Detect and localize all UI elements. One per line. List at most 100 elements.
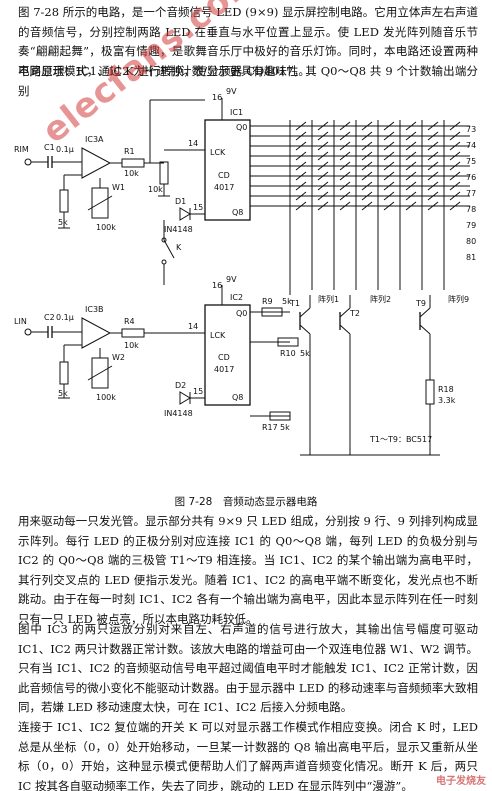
svg-text:75: 75 [466, 157, 476, 166]
svg-text:IN4148: IN4148 [164, 409, 193, 418]
svg-text:IN4148: IN4148 [164, 225, 193, 234]
svg-text:0.1μ: 0.1μ [56, 313, 74, 322]
r17-resistor [269, 411, 291, 421]
switch-k [163, 239, 175, 259]
svg-text:R1: R1 [124, 147, 135, 156]
svg-text:阵列9: 阵列9 [448, 294, 469, 304]
svg-text:16: 16 [212, 93, 222, 102]
svg-text:R10: R10 [280, 349, 296, 358]
svg-text:D2: D2 [175, 381, 186, 390]
svg-text:79: 79 [466, 221, 476, 230]
svg-text:R18: R18 [438, 385, 454, 394]
svg-text:阵列2: 阵列2 [370, 294, 391, 304]
ic3b-opamp [81, 317, 112, 349]
transistor-t9: T9 [415, 299, 431, 335]
d2-diode [179, 391, 191, 405]
transistor-t2: T2 [339, 307, 360, 335]
r10-resistor [277, 337, 299, 347]
svg-text:W1: W1 [112, 183, 125, 192]
svg-text:CD: CD [218, 171, 230, 180]
principle-paragraph: 电路原理：IC1、IC2 为十进制计数/分频器 CD4017，其 Q0～Q8 共… [18, 64, 478, 98]
svg-text:IC2: IC2 [230, 293, 243, 302]
svg-text:W2: W2 [112, 353, 125, 362]
svg-text:阵列1: 阵列1 [318, 294, 339, 304]
figure-caption: 图 7-28 音频动态显示器电路 [174, 496, 318, 508]
r5-resistor [59, 361, 69, 385]
svg-text:81: 81 [466, 253, 476, 262]
svg-text:14: 14 [188, 139, 198, 148]
svg-text:R17: R17 [262, 423, 278, 432]
svg-text:LCK: LCK [210, 331, 226, 340]
svg-text:5k: 5k [282, 297, 292, 306]
r18-resistor [425, 379, 435, 405]
svg-text:3.3k: 3.3k [438, 396, 456, 405]
svg-text:10k: 10k [148, 185, 163, 194]
svg-text:IC3A: IC3A [85, 135, 104, 144]
rim-input-terminal [24, 158, 32, 166]
svg-text:77: 77 [466, 189, 476, 198]
ic2-cd4017-chip [204, 304, 251, 406]
rim-label: RIM [14, 145, 29, 154]
svg-text:73: 73 [466, 125, 476, 134]
svg-text:LIN: LIN [14, 317, 27, 326]
svg-text:78: 78 [466, 205, 476, 214]
svg-text:5k: 5k [280, 423, 290, 432]
svg-text:15: 15 [193, 203, 203, 212]
r1-resistor [121, 158, 145, 168]
svg-text:IC1: IC1 [230, 108, 243, 117]
r9-resistor [261, 307, 283, 317]
svg-text:5k: 5k [58, 389, 68, 398]
svg-text:Q0: Q0 [236, 309, 247, 318]
svg-text:16: 16 [212, 281, 222, 290]
svg-text:Q0: Q0 [236, 123, 247, 132]
led-matrix-columns [289, 120, 445, 295]
r2-resistor [59, 189, 69, 213]
svg-text:C1: C1 [44, 143, 55, 152]
svg-text:9V: 9V [226, 87, 237, 96]
site-logo: 电子发烧友 [436, 776, 486, 787]
svg-text:T1: T1 [289, 299, 300, 308]
intro-paragraph: 图 7-28 所示的电路，是一个音频信号 LED (9×9) 显示屏控制电路。它… [18, 5, 478, 78]
ic1-cd4017-chip [204, 119, 251, 221]
description-paragraph-1: 用来驱动每一只发光管。显示部分共有 9×9 只 LED 组成，分别按 9 行、9… [18, 514, 478, 626]
svg-text:5k: 5k [300, 349, 310, 358]
ic3a-opamp [81, 147, 112, 179]
r3-resistor [159, 161, 169, 185]
svg-text:15: 15 [193, 387, 203, 396]
svg-text:0.1μ: 0.1μ [56, 145, 74, 154]
description-paragraph-2: 图中 IC3 的两只运放分别对来自左、右声道的信号进行放大，其输出信号幅度可驱动… [18, 622, 478, 714]
circuit-diagram: RIM C1 0.1μ IC3A W1 100k 5k R1 10k 10k [14, 87, 476, 456]
d1-diode [179, 207, 191, 221]
svg-text:Q8: Q8 [232, 393, 243, 402]
svg-text:R9: R9 [262, 297, 273, 306]
led-matrix-diodes [295, 121, 461, 211]
svg-text:R4: R4 [124, 317, 135, 326]
svg-text:IC3B: IC3B [85, 305, 104, 314]
svg-text:9V: 9V [226, 275, 237, 284]
svg-text:80: 80 [466, 237, 476, 246]
svg-text:10k: 10k [124, 169, 139, 178]
svg-text:14: 14 [188, 322, 198, 331]
svg-text:100k: 100k [96, 223, 116, 232]
svg-text:CD: CD [218, 353, 230, 362]
svg-text:4017: 4017 [214, 183, 234, 192]
svg-text:5k: 5k [58, 218, 68, 227]
svg-text:K: K [176, 243, 182, 252]
svg-text:T1～T9：BC517: T1～T9：BC517 [369, 435, 432, 444]
svg-text:10k: 10k [124, 341, 139, 350]
transistor-t1: T1 [289, 299, 311, 335]
svg-text:C2: C2 [44, 313, 55, 322]
svg-text:76: 76 [466, 173, 476, 182]
svg-text:Q8: Q8 [232, 208, 243, 217]
lin-input-terminal [24, 328, 32, 336]
svg-text:74: 74 [466, 141, 476, 150]
svg-text:100k: 100k [96, 393, 116, 402]
svg-text:LCK: LCK [210, 148, 226, 157]
svg-text:T9: T9 [415, 299, 426, 308]
svg-text:4017: 4017 [214, 365, 234, 374]
description-paragraph-3: 连接于 IC1、IC2 复位端的开关 K 可以对显示器工作模式作相应变换。闭合 … [18, 720, 478, 791]
svg-text:D1: D1 [175, 197, 186, 206]
r4-resistor [121, 328, 145, 338]
ic1-output-lines [250, 125, 470, 207]
